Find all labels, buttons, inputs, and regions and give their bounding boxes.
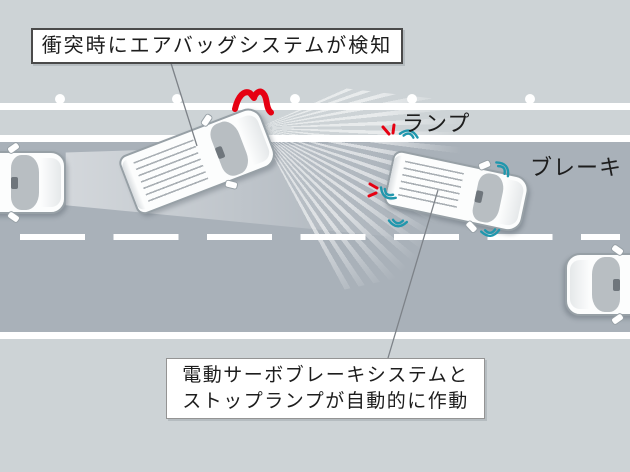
- road-edge-line-bottom: [0, 332, 630, 339]
- brake-label: ブレーキ: [530, 155, 623, 180]
- callout-servo-brake-line2: ストップランプが自動的に作動: [182, 391, 469, 412]
- road-reflector-dot: [525, 94, 535, 104]
- vehicle-right-partial: [565, 242, 630, 327]
- van-roof-ribs: [133, 139, 209, 203]
- side-mirror-icon: [199, 112, 214, 128]
- van-roof-ribs: [397, 160, 464, 211]
- rearview-mirror: [612, 278, 620, 291]
- callout-servo-brake: 電動サーボブレーキシステムと ストップランプが自動的に作動: [166, 358, 485, 419]
- vehicle-left-partial: [0, 140, 66, 225]
- lamp-label: ランプ: [402, 111, 471, 136]
- road-reflector-dot: [172, 94, 182, 104]
- road-reflector-dot: [55, 94, 65, 104]
- rearview-mirror: [11, 176, 19, 189]
- callout-airbag-detection: 衝突時にエアバッグシステムが検知: [31, 28, 403, 64]
- road-reflector-dot: [290, 94, 300, 104]
- callout-servo-brake-line1: 電動サーボブレーキシステムと: [182, 365, 469, 386]
